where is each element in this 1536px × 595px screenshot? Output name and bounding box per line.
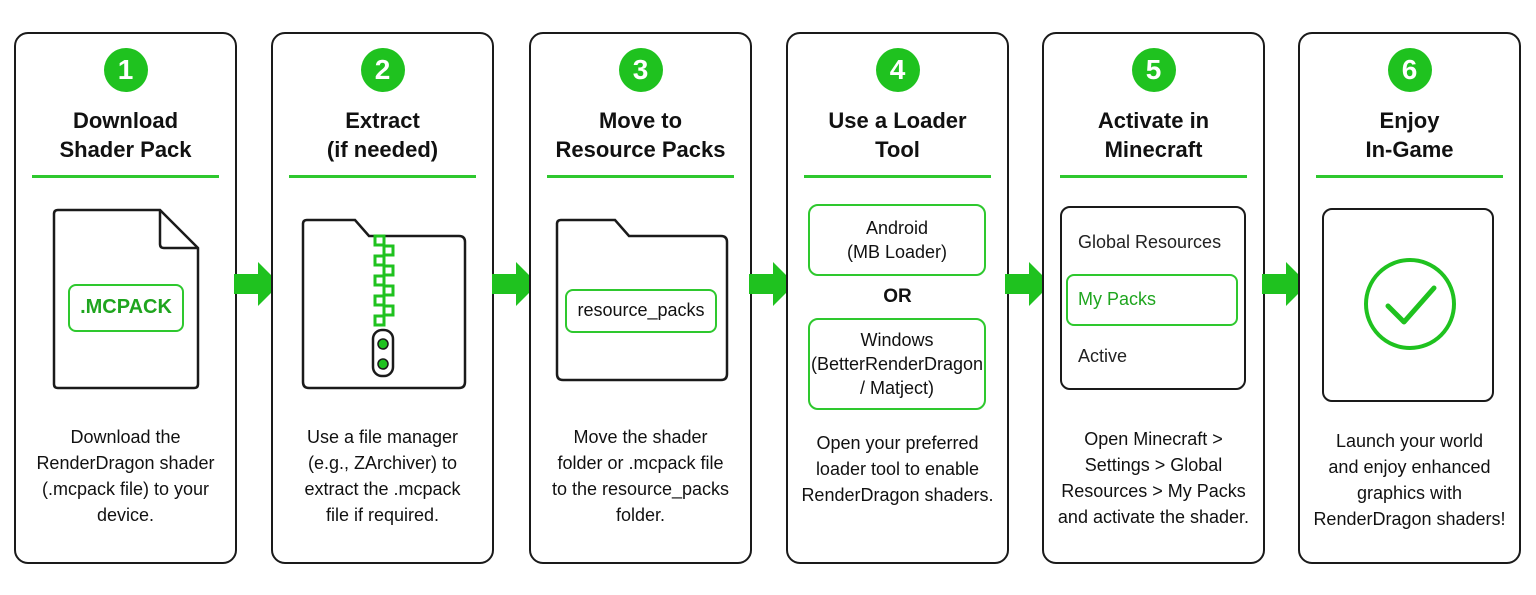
android-option: Android (MB Loader) xyxy=(808,204,986,276)
divider xyxy=(289,175,476,178)
step-title: Activate in Minecraft xyxy=(1097,108,1210,162)
step-4-card: 4 Use a Loader Tool Android (MB Loader) … xyxy=(786,32,1009,564)
step-number: 2 xyxy=(360,48,405,92)
step-number: 5 xyxy=(1131,48,1176,92)
step-description: Use a file manager (e.g., ZArchiver) to … xyxy=(304,427,461,525)
windows-option: Windows (BetterRenderDragon / Matject) xyxy=(808,318,986,410)
menu-item-my-packs: My Packs xyxy=(1066,274,1238,326)
step-number: 1 xyxy=(103,48,148,92)
step-description: Open your preferred loader tool to enabl… xyxy=(801,433,994,505)
or-label: OR xyxy=(883,286,912,307)
step-title: Move to Resource Packs xyxy=(555,108,726,162)
step-5-card: 5 Activate in Minecraft Global Resources… xyxy=(1042,32,1265,564)
step-2-card: 2 Extract (if needed) Use a file manager… xyxy=(271,32,494,564)
divider xyxy=(1060,175,1247,178)
divider xyxy=(1316,175,1503,178)
step-title: Extract (if needed) xyxy=(326,108,439,162)
step-description: Download the RenderDragon shader (.mcpac… xyxy=(36,427,215,525)
divider xyxy=(32,175,219,178)
checkmark-icon xyxy=(1364,258,1456,350)
step-number: 3 xyxy=(618,48,663,92)
step-title: Use a Loader Tool xyxy=(828,108,967,162)
step-description: Open Minecraft > Settings > Global Resou… xyxy=(1057,429,1250,527)
resource-packs-label: resource_packs xyxy=(565,289,717,333)
step-number: 4 xyxy=(875,48,920,92)
step-3-card: 3 Move to Resource Packs resource_packs … xyxy=(529,32,752,564)
game-screen xyxy=(1322,208,1494,402)
step-title: Download Shader Pack xyxy=(59,108,192,162)
step-1-card: 1 Download Shader Pack .MCPACK Download … xyxy=(14,32,237,564)
step-title: Enjoy In-Game xyxy=(1365,108,1454,162)
divider xyxy=(547,175,734,178)
folder-icon xyxy=(555,218,729,382)
divider xyxy=(804,175,991,178)
step-description: Move the shader folder or .mcpack file t… xyxy=(551,427,730,525)
arrow-right-icon xyxy=(1005,262,1051,306)
menu-item-global-resources: Global Resources xyxy=(1078,232,1222,252)
step-6-card: 6 Enjoy In-Game Launch your world and en… xyxy=(1298,32,1521,564)
step-description: Launch your world and enjoy enhanced gra… xyxy=(1313,431,1506,529)
mcpack-label: .MCPACK xyxy=(68,284,184,332)
arrow-right-icon xyxy=(234,262,280,306)
file-icon xyxy=(52,208,200,390)
minecraft-menu: Global Resources My Packs Active xyxy=(1060,206,1246,390)
arrow-right-icon xyxy=(492,262,538,306)
my-packs-label: My Packs xyxy=(1078,289,1157,309)
step-number: 6 xyxy=(1387,48,1432,92)
menu-item-active: Active xyxy=(1078,346,1128,366)
zip-folder-icon xyxy=(301,218,467,390)
arrow-right-icon xyxy=(749,262,795,306)
arrow-right-icon xyxy=(1262,262,1308,306)
